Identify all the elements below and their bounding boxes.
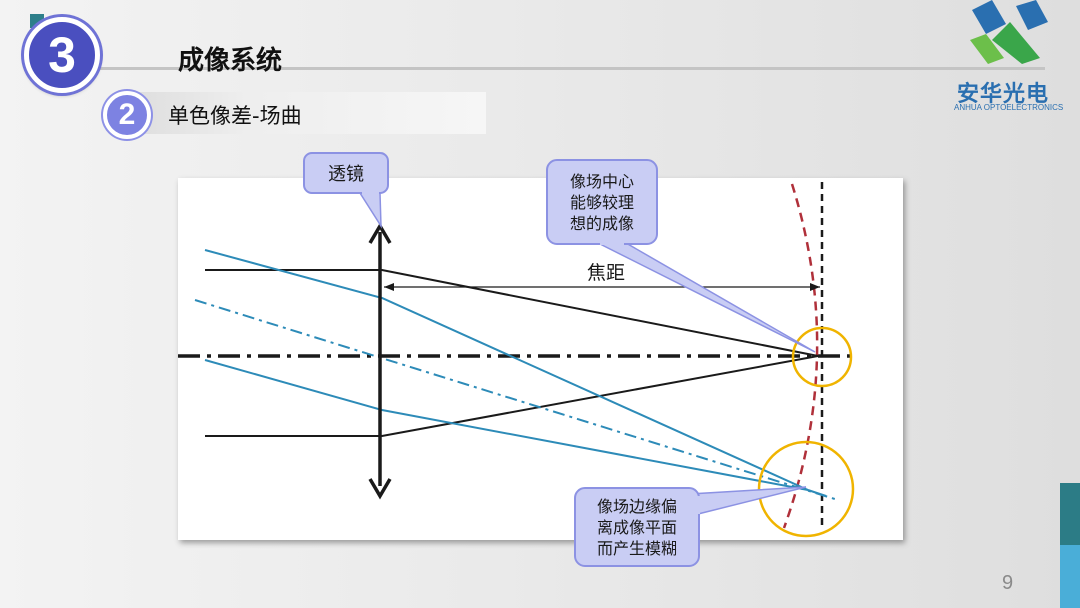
slide-title: 成像系统 xyxy=(178,46,283,76)
edge-callout-line-1: 像场边缘偏 xyxy=(597,497,677,516)
right-accent-bar-light xyxy=(1060,545,1080,608)
anhua-logo-icon xyxy=(970,0,1048,64)
center-callout-line-1: 像场中心 xyxy=(570,172,634,191)
right-accent-bar-dark xyxy=(1060,483,1080,545)
focal-arrow-head-left xyxy=(384,283,394,291)
focal-arrow-head-right xyxy=(810,283,820,291)
center-callout-line-3: 想的成像 xyxy=(570,214,634,233)
edge-focus-circle xyxy=(757,440,855,538)
logo-diamond-right xyxy=(1016,0,1048,30)
sub-number-badge: 2 xyxy=(103,91,151,139)
page-number: 9 xyxy=(1002,572,1014,594)
subtitle-band xyxy=(118,92,486,134)
lens-callout xyxy=(303,152,389,194)
title-rule xyxy=(100,67,1045,70)
logo-diamond-left xyxy=(972,0,1006,34)
edge-callout xyxy=(574,487,700,567)
slide-subtitle: 单色像差-场曲 xyxy=(168,104,302,128)
curved-field-arc xyxy=(782,183,819,529)
logo-name-en: ANHUA OPTOELECTRONICS xyxy=(954,103,1064,112)
lens-arrow-top xyxy=(368,222,392,244)
ray-blue-top xyxy=(204,249,809,491)
center-focus-circle xyxy=(791,326,853,388)
ray-blue-bottom xyxy=(204,359,809,491)
edge-callout-line-2: 离成像平面 xyxy=(597,518,677,537)
focal-length-label: 焦距 xyxy=(587,262,625,284)
lens-arrow-bottom xyxy=(368,478,392,500)
lens-label: 透镜 xyxy=(328,164,364,185)
logo-stroke-green xyxy=(992,22,1040,64)
diagram-panel xyxy=(178,178,903,540)
section-number-badge: 3 xyxy=(24,17,100,93)
ray-blue-extend xyxy=(807,489,827,497)
ray-blue-chief xyxy=(194,299,839,501)
ray-black-top xyxy=(205,269,819,357)
ray-black-bottom xyxy=(205,355,819,437)
logo-name-cn: 安华光电 xyxy=(957,82,1050,107)
logo-stroke-green-2 xyxy=(970,34,1004,64)
edge-callout-line-3: 而产生模糊 xyxy=(597,539,677,558)
center-callout-line-2: 能够较理 xyxy=(570,193,634,212)
